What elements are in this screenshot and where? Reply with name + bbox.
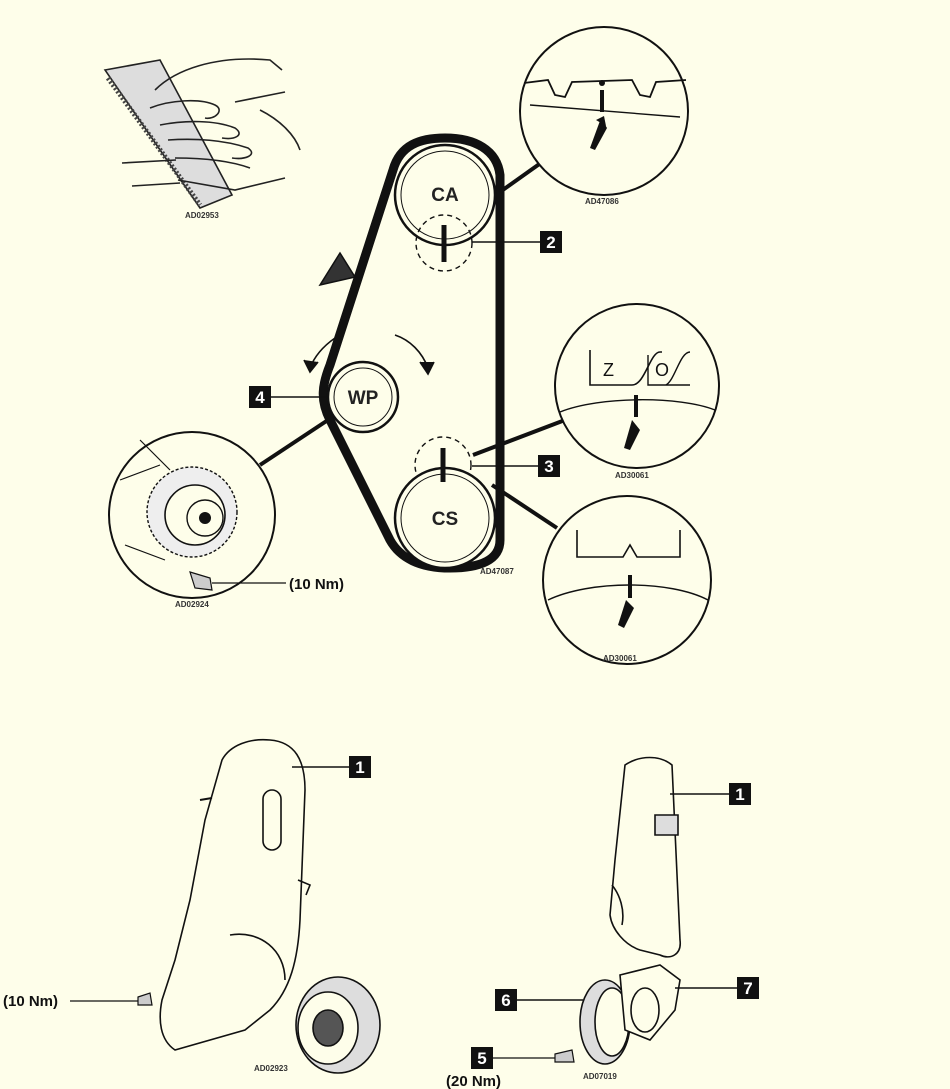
svg-text:Z: Z xyxy=(603,360,614,380)
svg-text:O: O xyxy=(655,360,669,380)
rotation-direction-icon xyxy=(318,251,357,287)
cover-bolt-right-torque: (20 Nm) xyxy=(446,1073,501,1089)
svg-text:3: 3 xyxy=(544,457,553,476)
svg-text:4: 4 xyxy=(255,388,265,407)
cover-bolt-right xyxy=(493,1049,575,1063)
crankshaft-pulley: CS xyxy=(393,436,497,570)
camshaft-label: CA xyxy=(431,185,459,206)
water-pump-label: WP xyxy=(348,388,379,409)
belt-handling-illustration xyxy=(103,58,301,209)
ref-camshaft-detail: AD47086 xyxy=(585,197,619,206)
ref-belt-handling: AD02953 xyxy=(185,211,219,220)
callout-2-badge: 2 xyxy=(472,231,562,253)
callout-1-left-badge: 1 xyxy=(292,756,371,778)
svg-text:6: 6 xyxy=(501,991,510,1010)
water-pump-pulley: WP xyxy=(326,360,400,434)
crank-detail-b-connector xyxy=(490,483,559,530)
callout-6-badge: 6 xyxy=(495,989,583,1011)
timing-belt xyxy=(318,133,505,573)
timing-cover-left xyxy=(159,738,312,1051)
crankshaft-pulley-left xyxy=(295,976,381,1074)
adjust-arrows-icon xyxy=(303,334,435,376)
crank-detail-a-connector xyxy=(472,418,566,457)
svg-text:5: 5 xyxy=(477,1049,486,1068)
ref-main-diagram: AD47087 xyxy=(480,567,514,576)
svg-text:1: 1 xyxy=(355,758,364,777)
ref-cover-left: AD02923 xyxy=(254,1064,288,1073)
camshaft-pulley: CA xyxy=(393,143,497,272)
bracket-right xyxy=(619,964,681,1041)
crankshaft-label: CS xyxy=(432,509,458,530)
svg-text:2: 2 xyxy=(546,233,555,252)
water-pump-detail xyxy=(108,431,286,599)
ref-crank-detail-a: AD30061 xyxy=(615,471,649,480)
crankshaft-mark-detail-a: Z O xyxy=(554,303,720,469)
ref-crank-detail-b: AD30061 xyxy=(603,654,637,663)
svg-text:7: 7 xyxy=(743,979,752,998)
callout-7-badge: 7 xyxy=(675,977,759,999)
ref-water-pump-detail: AD02924 xyxy=(175,600,209,609)
callout-4-badge: 4 xyxy=(249,386,328,408)
callout-3-badge: 3 xyxy=(472,455,560,477)
crank-pulley-right xyxy=(579,979,631,1065)
callout-1-right-badge: 1 xyxy=(670,783,751,805)
water-pump-bolt-torque: (10 Nm) xyxy=(289,576,344,593)
callout-5-badge: 5 xyxy=(471,1047,493,1069)
ref-cover-right: AD07019 xyxy=(583,1072,617,1081)
crankshaft-mark-detail-b xyxy=(542,495,712,665)
water-pump-detail-connector xyxy=(258,418,330,467)
timing-cover-right xyxy=(609,756,681,958)
svg-text:1: 1 xyxy=(735,785,744,804)
cover-bolt-left-torque: (10 Nm) xyxy=(3,993,58,1010)
camshaft-detail-connector xyxy=(498,158,547,194)
camshaft-timing-mark-detail xyxy=(519,26,689,196)
cover-bolt-left xyxy=(70,992,153,1006)
